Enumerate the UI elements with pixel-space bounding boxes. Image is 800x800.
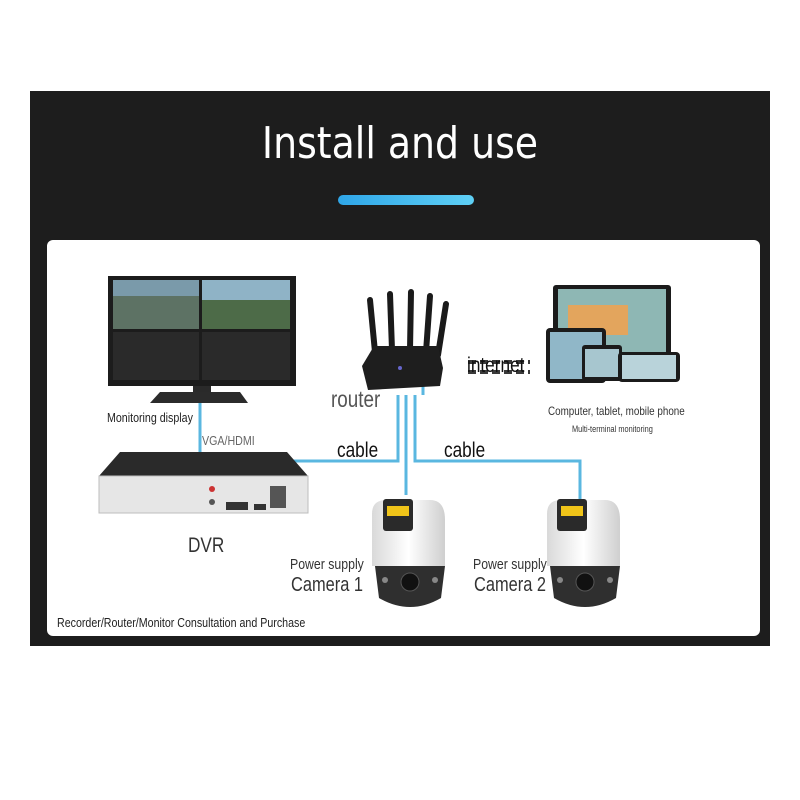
label-dvr: DVR [188,534,225,557]
label-camera2-power: Power supply [473,556,547,573]
label-devices: Computer, tablet, mobile phone [548,404,685,418]
monitor-icon [108,276,296,403]
label-router: router [331,386,381,412]
label-camera1-name: Camera 1 [291,574,364,596]
ptz-camera-icon [547,499,620,607]
page-title: Install and use [261,118,539,169]
label-cable-right: cable [444,439,486,462]
label-internet: internet [467,354,525,377]
cable-router-camera2 [413,395,582,500]
ptz-camera-icon [372,499,445,607]
label-camera2-name: Camera 2 [474,574,547,596]
devices-icon [546,285,680,383]
title-accent-bar [338,195,474,205]
label-camera1-power: Power supply [290,556,364,573]
label-vga-hdmi: VGA/HDMI [202,433,255,448]
internet-link-icon [468,360,530,374]
router-icon [362,289,449,390]
label-cable-left: cable [337,439,379,462]
dvr-icon [98,452,309,514]
label-multi-terminal: Multi-terminal monitoring [572,424,653,434]
label-monitoring-display: Monitoring display [107,410,193,425]
footer-text: Recorder/Router/Monitor Consultation and… [57,615,306,630]
